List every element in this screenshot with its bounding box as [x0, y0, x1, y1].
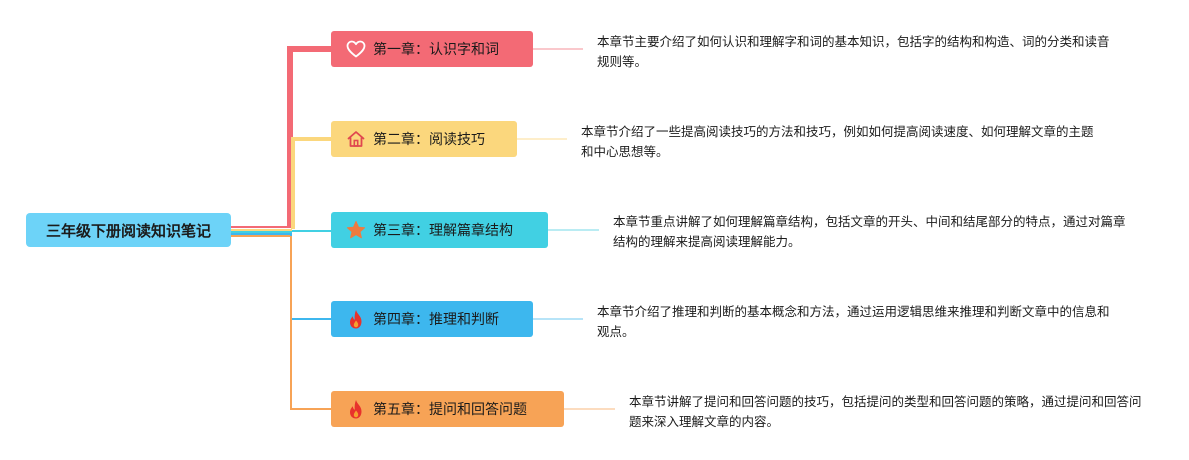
heart-icon	[345, 38, 367, 60]
chapter-3-description: 本章节重点讲解了如何理解篇章结构，包括文章的开头、中间和结尾部分的特点，通过对篇…	[613, 214, 1126, 249]
chapter-3-label: 第三章：理解篇章结构	[373, 223, 513, 239]
branch-ch1	[287, 46, 331, 228]
chapter-1-node[interactable]: 第一章：认识字和词	[331, 31, 533, 67]
house-icon	[345, 128, 367, 150]
chapter-2-label: 第二章：阅读技巧	[373, 132, 485, 148]
star-icon	[345, 219, 367, 241]
chapter-1-description: 本章节主要介绍了如何认识和理解字和词的基本知识，包括字的结构和构造、词的分类和读…	[597, 34, 1110, 69]
branch-ch4	[290, 233, 331, 320]
chapter-1-label: 第一章：认识字和词	[373, 42, 499, 58]
flame-icon	[345, 308, 367, 330]
root-topic[interactable]: 三年级下册阅读知识笔记	[26, 213, 231, 247]
chapter-5-description: 本章节讲解了提问和回答问题的技巧，包括提问的类型和回答问题的策略，通过提问和回答…	[629, 394, 1142, 429]
flame-icon	[345, 398, 367, 420]
root-trunk-lines	[231, 226, 292, 237]
chapter-2-description: 本章节介绍了一些提高阅读技巧的方法和技巧，例如如何提高阅读速度、如何理解文章的主…	[581, 124, 1094, 159]
chapter-5-node[interactable]: 第五章：提问和回答问题	[331, 391, 564, 427]
branch-ch2	[291, 137, 331, 229]
chapter-4-node[interactable]: 第四章：推理和判断	[331, 301, 533, 337]
chapter-5-label: 第五章：提问和回答问题	[373, 402, 527, 418]
chapter-2-node[interactable]: 第二章：阅读技巧	[331, 121, 517, 157]
chapter-4-label: 第四章：推理和判断	[373, 312, 499, 328]
branch-ch5	[290, 236, 331, 410]
root-topic-label: 三年级下册阅读知识笔记	[45, 221, 211, 240]
chapter-3-node[interactable]: 第三章：理解篇章结构	[331, 212, 548, 248]
chapter-4-description: 本章节介绍了推理和判断的基本概念和方法，通过运用逻辑思维来推理和判断文章中的信息…	[597, 304, 1110, 339]
